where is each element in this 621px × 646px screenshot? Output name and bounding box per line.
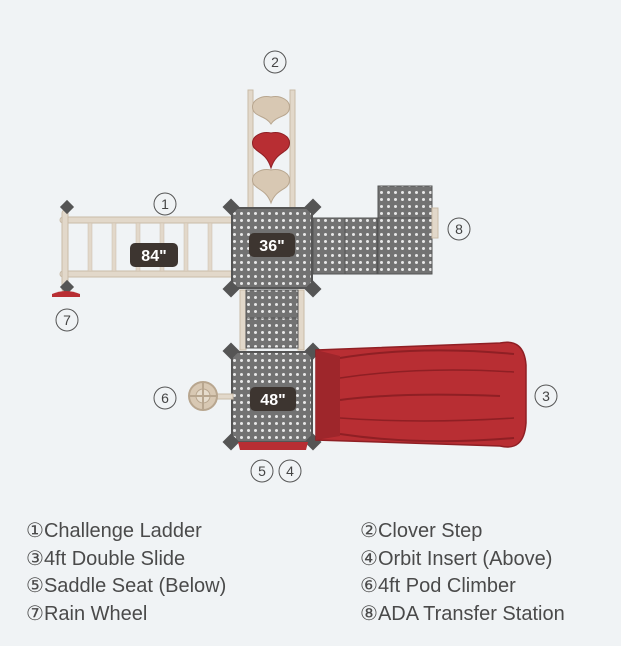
legend-item-4: ④Orbit Insert (Above): [360, 547, 553, 570]
double-slide: [315, 341, 527, 448]
callout-2: 2: [263, 50, 287, 74]
upper-deck: [222, 198, 322, 298]
callout-3: 3: [534, 384, 558, 408]
saddle-seat: [238, 442, 308, 450]
legend-item-3: ③4ft Double Slide: [26, 547, 186, 570]
callout-4: 4: [278, 459, 302, 483]
legend-item-1: ①Challenge Ladder: [26, 520, 202, 542]
ada-transfer-station: [377, 185, 439, 275]
callout-1: 1: [153, 192, 177, 216]
callout-5-text: 5: [258, 463, 266, 479]
legend-item-6: ⑥4ft Pod Climber: [360, 575, 516, 597]
lower-deck-height-text: 48": [260, 392, 285, 409]
ladder-height-text: 84": [141, 248, 166, 265]
playground-plan-diagram: 84" 36" 48" 1 2 3 4 5 6: [52, 50, 558, 483]
connector-deck: [239, 289, 305, 351]
callout-7: 7: [55, 308, 79, 332]
ladder-height-label: 84": [130, 243, 178, 267]
pod-climber: [188, 381, 234, 411]
legend-item-2: ②Clover Step: [360, 520, 483, 542]
callout-2-text: 2: [271, 54, 279, 70]
legend-item-7: ⑦Rain Wheel: [26, 602, 148, 625]
callout-8-text: 8: [455, 221, 463, 237]
rain-wheel: [52, 279, 80, 297]
legend-item-8: ⑧ADA Transfer Station: [360, 602, 565, 625]
clover-step: [247, 89, 296, 211]
callout-6: 6: [153, 386, 177, 410]
lower-deck-height-label: 48": [250, 387, 296, 411]
legend-item-5: ⑤Saddle Seat (Below): [26, 575, 227, 597]
upper-deck-height-label: 36": [249, 233, 295, 257]
legend: ①Challenge Ladder ②Clover Step ③4ft Doub…: [26, 518, 606, 628]
callout-4-text: 4: [286, 463, 294, 479]
callout-3-text: 3: [542, 388, 550, 404]
bridge-deck: [312, 217, 378, 275]
upper-deck-height-text: 36": [259, 238, 284, 255]
callout-8: 8: [447, 217, 471, 241]
callout-5: 5: [250, 459, 274, 483]
callout-1-text: 1: [161, 196, 169, 212]
callout-6-text: 6: [161, 390, 169, 406]
callout-7-text: 7: [63, 312, 71, 328]
